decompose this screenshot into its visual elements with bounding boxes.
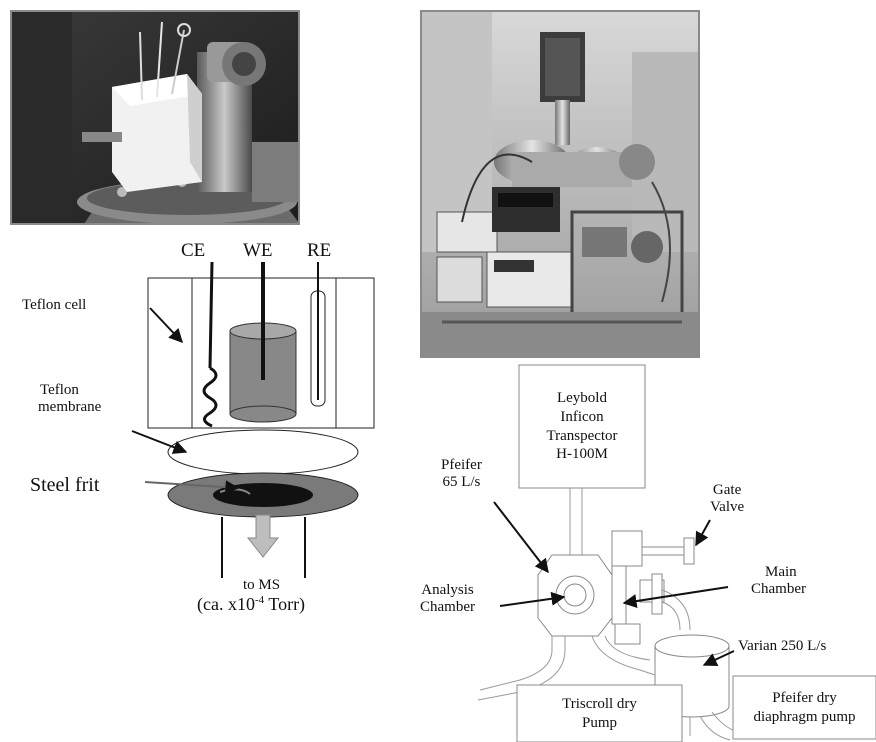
to-ms-label: to MS xyxy=(243,577,280,594)
gate-valve-label: Gate Valve xyxy=(710,482,744,517)
teflon-cell-label: Teflon cell xyxy=(22,297,86,314)
transpector-line3: Transpector xyxy=(546,427,617,446)
pressure-suffix: Torr) xyxy=(264,594,305,614)
teflon-membrane-arrow xyxy=(132,431,186,452)
steel-frit-label: Steel frit xyxy=(30,474,99,497)
analysis-line2: Chamber xyxy=(420,599,475,616)
triscroll-label: Triscroll dry Pump xyxy=(517,685,682,742)
gate-valve xyxy=(684,538,694,564)
down-arrow-icon xyxy=(248,515,278,557)
main-chamber-label: Main Chamber xyxy=(751,564,806,599)
triscroll-line2: Pump xyxy=(562,714,637,733)
pressure-prefix: (ca. x10 xyxy=(197,594,255,614)
analysis-line1: Analysis xyxy=(420,582,475,599)
steel-frit xyxy=(168,473,358,517)
teflon-membrane-label-line2: membrane xyxy=(38,399,101,416)
gate-valve-arrow xyxy=(696,520,710,545)
transpector-label: Leybold Inficon Transpector H-100M xyxy=(519,365,645,488)
analysis-chamber-label: Analysis Chamber xyxy=(420,582,475,617)
transpector-line2: Inficon xyxy=(546,408,617,427)
gate-line1: Gate xyxy=(710,482,744,499)
main-line2: Chamber xyxy=(751,581,806,598)
pfeifer-line1: Pfeifer xyxy=(441,457,482,474)
diaphragm-line1: Pfeifer dry xyxy=(753,689,855,708)
transpector-tube xyxy=(570,488,582,555)
triscroll-line1: Triscroll dry xyxy=(562,695,637,714)
main-line1: Main xyxy=(751,564,806,581)
re-label: RE xyxy=(307,240,331,262)
gate-line2: Valve xyxy=(710,499,744,516)
teflon-membrane xyxy=(168,430,358,474)
pfeifer-line2: 65 L/s xyxy=(441,474,482,491)
transpector-line1: Leybold xyxy=(546,389,617,408)
varian-label: Varian 250 L/s xyxy=(738,638,826,655)
we-label: WE xyxy=(243,240,273,262)
main-chamber xyxy=(612,531,686,644)
diaphragm-label: Pfeifer dry diaphragm pump xyxy=(733,676,876,739)
transpector-line4: H-100M xyxy=(546,445,617,464)
teflon-membrane-label: Teflon membrane xyxy=(40,382,101,417)
teflon-membrane-label-line1: Teflon xyxy=(40,382,101,399)
pressure-exponent: -4 xyxy=(255,594,264,606)
ce-label: CE xyxy=(181,240,205,262)
pressure-label: (ca. x10-4 Torr) xyxy=(197,594,305,615)
analysis-chamber xyxy=(538,555,612,636)
pfeifer-65-label: Pfeifer 65 L/s xyxy=(441,457,482,492)
pfeifer-arrow xyxy=(494,502,548,572)
diaphragm-line2: diaphragm pump xyxy=(753,708,855,727)
